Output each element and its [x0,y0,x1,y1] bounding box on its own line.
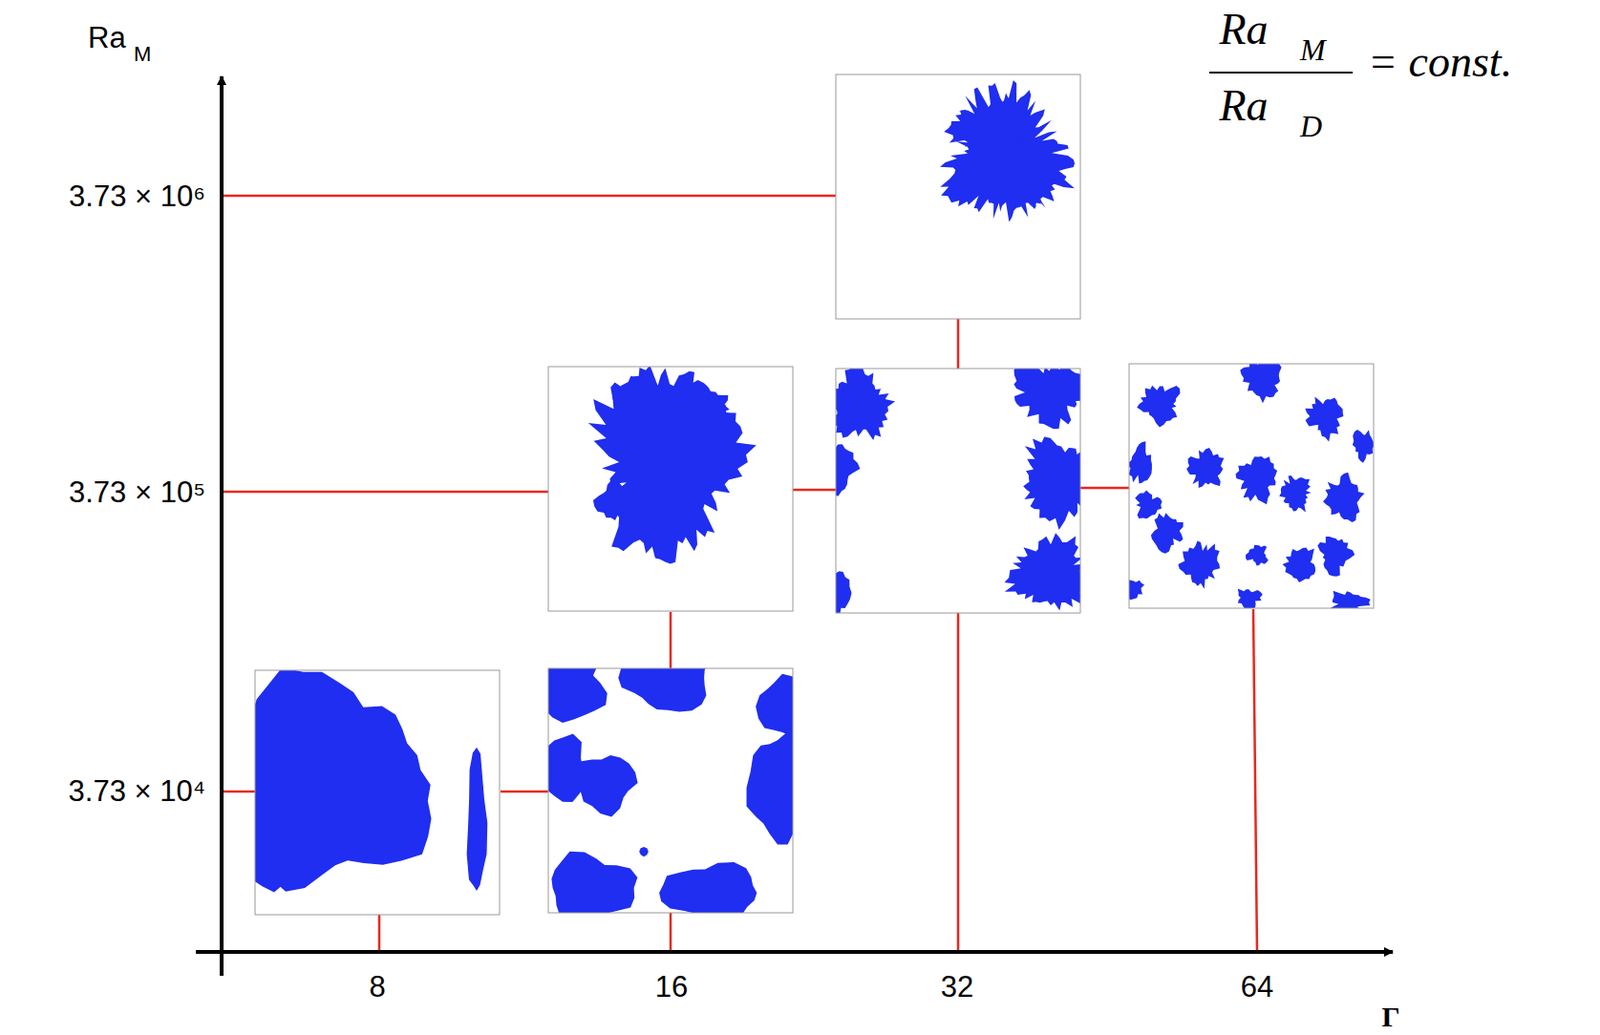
plume [1245,545,1269,567]
tick-label: 3.73 × 10⁵ [68,477,206,508]
snapshot-panels [211,74,1375,927]
panel-frame [835,74,1081,320]
plume [1237,589,1263,609]
tick-label: 8 [368,972,385,1003]
axis-label: Ra [87,22,127,53]
plume [835,564,853,614]
plume-blobs [835,368,1081,614]
plume-blobs [939,80,1075,222]
formula-subscript: D [1300,110,1323,142]
axis-label: Γ [1381,1002,1400,1032]
panel-frame [1129,363,1374,609]
plume [639,847,649,857]
panel-frame [835,368,1081,614]
panel-frame [548,366,793,612]
plume [1322,472,1366,523]
plume [1236,456,1279,505]
plume [1134,490,1162,520]
plume [1282,547,1317,583]
plume [1239,363,1281,404]
plume [255,670,432,893]
plume [1136,385,1180,428]
plume [1330,591,1371,609]
plume [659,862,757,914]
tick-label: 64 [1240,972,1274,1003]
tick-label: 3.73 × 10⁴ [68,776,206,807]
plume [575,755,639,817]
formula-text: = const. [1367,40,1513,85]
tick-label: 16 [655,972,688,1003]
plume-blobs [548,668,793,914]
plume [1129,441,1152,484]
plume [548,668,608,724]
axes [195,76,1393,977]
tick-label: 3.73 × 10⁶ [68,181,206,212]
plume [588,366,757,564]
plume [746,731,794,845]
plume [835,368,896,441]
plume [1004,533,1082,611]
plume [1186,448,1224,489]
formula-text: Ra [1218,84,1268,128]
plume [1023,436,1081,531]
plume [1352,429,1374,464]
plume [1151,512,1184,554]
formula-text: Ra [1218,7,1268,52]
plume-blobs [588,366,757,564]
plume [618,668,709,713]
plume-blobs [1129,363,1374,609]
plume [1304,397,1344,443]
plume [755,674,793,738]
plume [1317,536,1355,577]
plume [612,376,666,414]
plume [1013,368,1081,429]
plume [1129,578,1145,600]
plume-blobs [255,670,488,894]
plume [1177,541,1220,590]
snapshot-panel [1129,363,1374,609]
plume [1279,475,1311,513]
formula-subscript: M [1300,34,1326,65]
plume [985,143,1057,209]
plume [593,481,636,521]
panel-frame [548,668,793,914]
plume [678,380,730,427]
panel-frame [255,670,500,916]
plume [939,80,1075,222]
plume [835,444,860,496]
snapshot-panel [835,74,1081,320]
fraction-bar [1209,71,1353,74]
plume [255,701,321,894]
tick-label: 32 [940,972,974,1003]
plume [467,747,489,892]
axis-subscript: M [133,43,151,65]
plume [551,852,638,914]
